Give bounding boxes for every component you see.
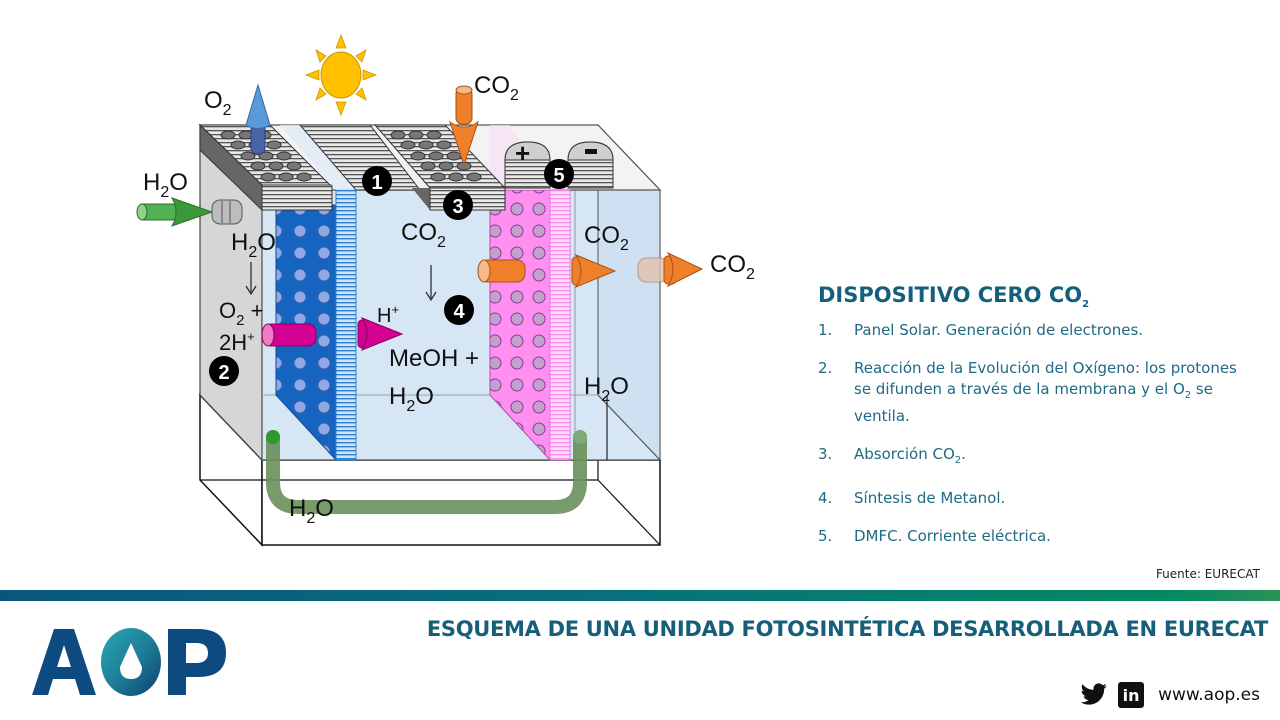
minus-sign <box>585 149 597 154</box>
legend-panel: DISPOSITIVO CERO CO2 1. Panel Solar. Gen… <box>818 283 1258 564</box>
label-meoh: MeOH + <box>389 345 479 372</box>
label-co2-outlet: CO2 <box>710 251 755 283</box>
gradient-divider <box>0 590 1280 601</box>
legend-list: 1. Panel Solar. Generación de electrones… <box>818 320 1258 547</box>
label-o2-vent: O2 <box>204 87 232 119</box>
marker-4: 4 <box>444 295 474 325</box>
aop-logo <box>28 625 238 700</box>
co2-intake-arrow-icon <box>449 85 479 167</box>
plus-sign: + <box>515 138 530 168</box>
marker-3: 3 <box>443 190 473 220</box>
label-h2o-electrolyte: H2O <box>389 383 434 415</box>
aop-logo-icon <box>32 628 226 696</box>
social-links: in www.aop.es <box>1080 682 1260 708</box>
slide-caption: ESQUEMA DE UNA UNIDAD FOTOSINTÉTICA DESA… <box>426 617 1268 641</box>
marker-1: 1 <box>362 166 392 196</box>
legend-item-2: 2. Reacción de la Evolución del Oxígeno:… <box>818 359 1237 426</box>
svg-text:5: 5 <box>553 165 564 187</box>
positive-terminal: + <box>504 138 551 189</box>
svg-text:2: 2 <box>218 362 229 384</box>
o2-vent-arrow-icon <box>245 83 271 155</box>
svg-text:1: 1 <box>371 172 382 194</box>
legend-item-3: 3. Absorción CO2. <box>818 445 966 467</box>
website-link[interactable]: www.aop.es <box>1158 685 1260 705</box>
source-credit: Fuente: EURECAT <box>1155 567 1260 581</box>
oxygen-vent-panel <box>198 123 333 212</box>
co2-flow-arrow-icon <box>477 253 617 289</box>
h2o-inlet-arrow-icon <box>136 197 243 227</box>
label-h2o-anode: H2O <box>231 229 276 261</box>
label-h2o-cathode: H2O <box>584 373 629 405</box>
legend-title: DISPOSITIVO CERO CO2 <box>818 283 1090 311</box>
label-o2-plus: O2 + <box>219 298 263 329</box>
legend-item-1: 1. Panel Solar. Generación de electrones… <box>818 321 1144 340</box>
legend-item-5: 5. DMFC. Corriente eléctrica. <box>818 527 1051 546</box>
water-return-pipe <box>266 430 587 514</box>
svg-text:3: 3 <box>452 196 463 218</box>
label-h2o-pipe: H2O <box>289 495 334 527</box>
proton-arrow-icon <box>261 316 404 352</box>
linkedin-icon[interactable]: in <box>1118 682 1145 708</box>
twitter-icon[interactable] <box>1080 683 1108 707</box>
diagram-svg: + <box>136 33 755 547</box>
svg-text:4: 4 <box>453 301 465 323</box>
label-h2o-inlet: H2O <box>143 169 188 201</box>
co2-outlet-arrow-icon <box>637 251 704 288</box>
label-co2-intake: CO2 <box>474 72 519 104</box>
label-co2-cathode: CO2 <box>584 222 629 254</box>
dmfc-membrane <box>549 189 571 461</box>
marker-5: 5 <box>544 159 574 189</box>
label-co2-electrolyte: CO2 <box>401 219 446 251</box>
label-2h-plus: 2H+ <box>219 329 255 355</box>
sun-icon <box>304 33 378 117</box>
legend-item-4: 4. Síntesis de Metanol. <box>818 489 1006 508</box>
marker-2: 2 <box>209 356 239 386</box>
label-h-plus: H+ <box>377 302 399 327</box>
proton-membrane <box>335 189 357 461</box>
negative-terminal <box>567 141 614 189</box>
photosynthetic-unit-diagram: + <box>136 33 755 547</box>
